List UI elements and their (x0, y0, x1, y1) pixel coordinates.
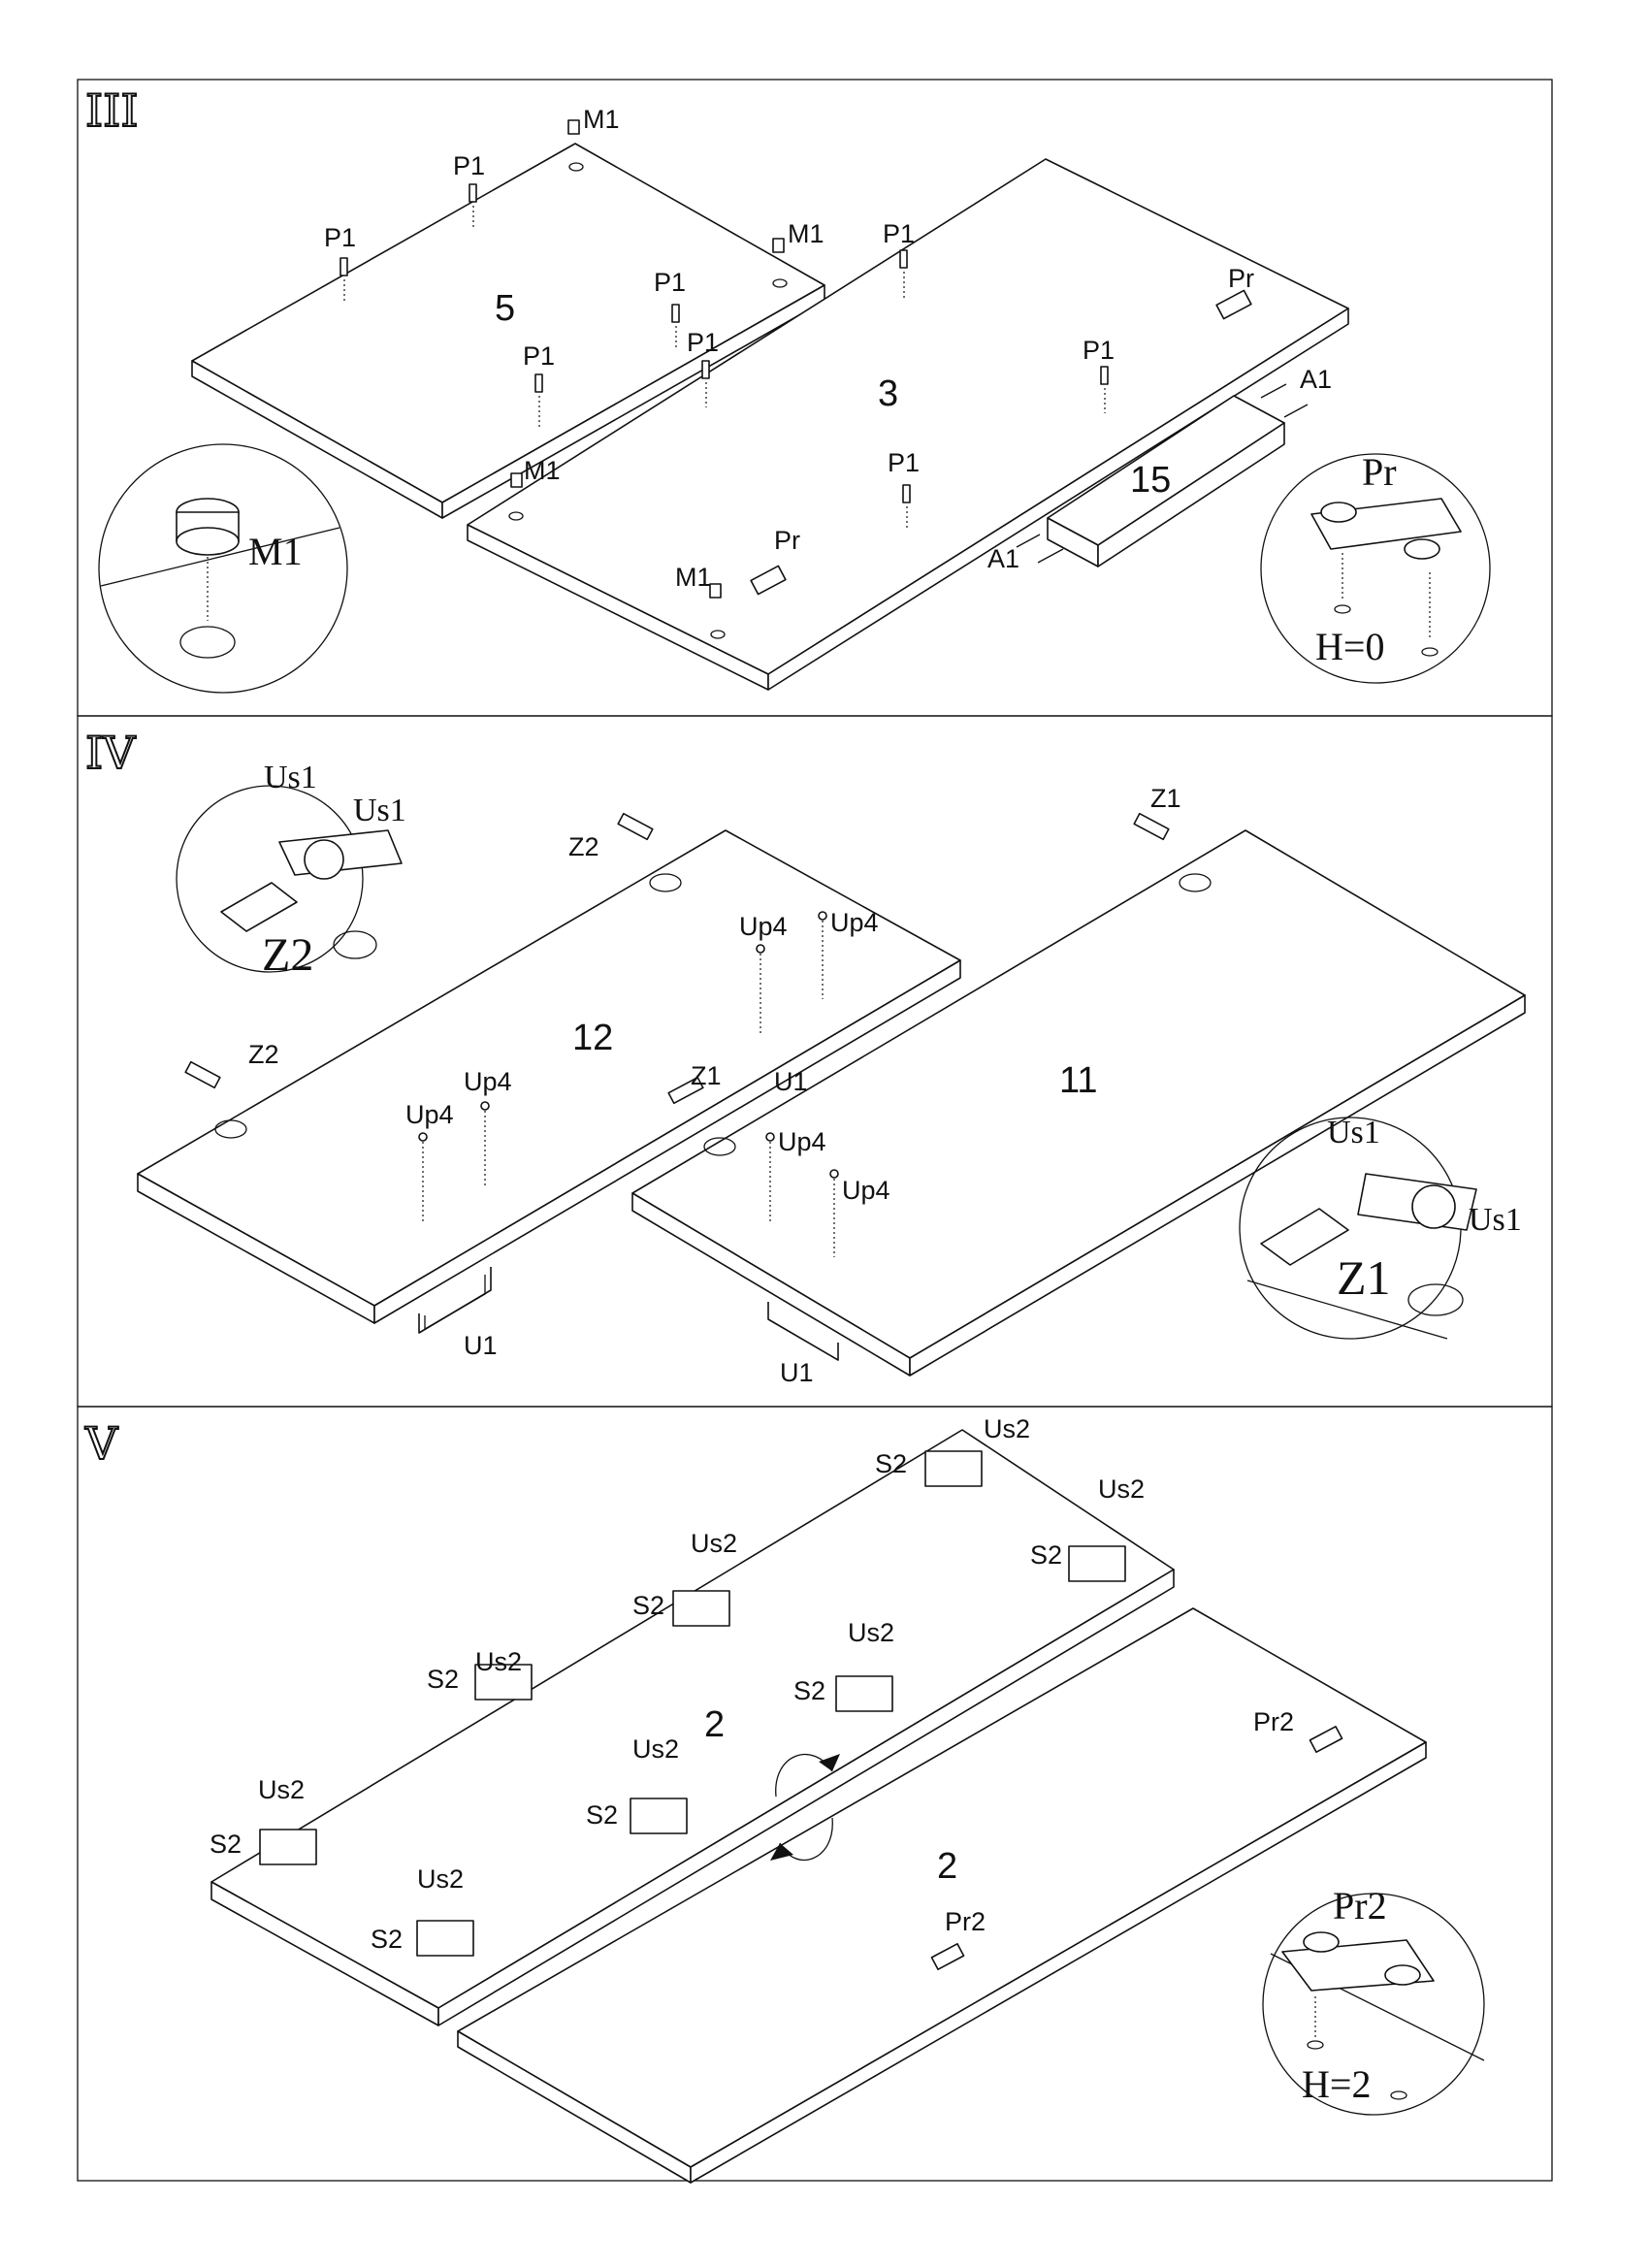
p1-label: P1 (523, 341, 555, 371)
u1-label: U1 (774, 1067, 808, 1096)
z1-label: Z1 (691, 1061, 722, 1090)
pr-connector-icon (750, 289, 1252, 596)
a1-dowel (1016, 383, 1309, 564)
step-iv-label: IV (85, 727, 136, 779)
step-v-frame (77, 1406, 1553, 2182)
m1-label: M1 (788, 219, 824, 248)
step-iii: III 5 3 15 (84, 83, 1491, 694)
s2-label: S2 (793, 1676, 825, 1705)
p1-label: P1 (324, 223, 356, 252)
us1-label: Us1 (264, 760, 317, 795)
s2-label: S2 (1030, 1540, 1062, 1570)
step-v-label: V (84, 1417, 118, 1470)
z2-detail-label: Z2 (262, 929, 313, 981)
z1-detail-view: Us1 Us1 Z1 (1239, 1115, 1522, 1340)
panel-15-number: 15 (1130, 460, 1171, 501)
pr2-detail-label: Pr2 (1333, 1884, 1387, 1928)
panel-2-number: 2 (937, 1846, 957, 1887)
p1-label: P1 (453, 151, 485, 180)
panel-5-number: 5 (495, 288, 515, 329)
z1-detail-label: Z1 (1337, 1250, 1391, 1305)
panel-2-number: 2 (704, 1704, 725, 1745)
panel-15: 15 (1047, 395, 1285, 567)
panel-2: 2 (457, 1607, 1427, 2184)
pr2-label: Pr2 (1253, 1707, 1294, 1736)
s2-label: S2 (875, 1449, 907, 1478)
us2-label: Us2 (475, 1647, 522, 1676)
up4-label: Up4 (464, 1067, 512, 1096)
pr2-detail-view: Pr2 H=2 (1262, 1884, 1485, 2116)
us2-label: Us2 (691, 1529, 737, 1558)
a1-label: A1 (1300, 365, 1332, 394)
up4-label: Up4 (830, 908, 879, 937)
us1-label: Us1 (1469, 1202, 1522, 1238)
panel-3: 3 (467, 158, 1349, 691)
pr2-detail-height: H=2 (1302, 2062, 1371, 2106)
pr-detail-view: Pr H=0 (1260, 450, 1491, 684)
p1-label: P1 (687, 328, 719, 357)
us2-label: Us2 (1098, 1474, 1145, 1504)
panel-11: 11 (631, 829, 1526, 1377)
panel-5: 5 (191, 143, 825, 519)
m1-label: M1 (583, 105, 620, 134)
step-v: V 2 2 S2 S2 S2 S2 S2 (83, 1414, 1485, 2184)
p1-dowel (340, 183, 1109, 530)
us2-label: Us2 (848, 1618, 894, 1647)
p1-label: P1 (1083, 336, 1115, 365)
pr-label: Pr (1228, 264, 1254, 293)
panel-3-number: 3 (878, 373, 898, 414)
panel-11-number: 11 (1059, 1060, 1097, 1101)
s2-label: S2 (427, 1665, 459, 1694)
step-iii-label: III (85, 84, 139, 137)
p1-label: P1 (888, 448, 920, 477)
u1-label: U1 (464, 1331, 498, 1360)
m1-detail-view: M1 (98, 443, 348, 694)
pr2-label: Pr2 (945, 1907, 986, 1936)
us1-label: Us1 (353, 793, 406, 828)
up4-label: Up4 (778, 1127, 826, 1156)
m1-detail-label: M1 (248, 530, 303, 573)
z2-label: Z2 (248, 1040, 279, 1069)
panel-12: 12 (137, 829, 961, 1324)
panel-2: 2 (210, 1429, 1175, 2026)
m1-cam-lock (508, 119, 788, 639)
hinge-icon (184, 812, 1212, 1156)
panel-12-number: 12 (572, 1018, 613, 1058)
up4-label: Up4 (842, 1176, 890, 1205)
pr2-connector-icon (930, 1725, 1343, 1971)
z1-label: Z1 (1150, 784, 1181, 813)
pr-label: Pr (774, 526, 800, 555)
s2-label: S2 (586, 1800, 618, 1830)
us2-label: Us2 (417, 1864, 464, 1894)
a1-label: A1 (987, 544, 1019, 573)
z2-detail-view: Us1 Us1 Z2 (176, 760, 406, 981)
p1-label: P1 (654, 268, 686, 297)
pr-detail-height: H=0 (1315, 625, 1384, 668)
up4-label: Up4 (739, 912, 788, 941)
s2-label: S2 (632, 1591, 664, 1620)
s2-label: S2 (371, 1925, 403, 1954)
up4-label: Up4 (405, 1100, 454, 1129)
flip-arrow-icon (770, 1754, 840, 1861)
pr-detail-label: Pr (1362, 450, 1397, 494)
up4-screw (418, 911, 839, 1257)
u1-label: U1 (780, 1358, 814, 1387)
us2-label: Us2 (984, 1414, 1030, 1443)
u1-handle-icon (418, 1267, 839, 1361)
us2-label: Us2 (632, 1734, 679, 1764)
us2-label: Us2 (258, 1775, 305, 1804)
p1-label: P1 (883, 219, 915, 248)
s2-foot-icon (259, 1450, 1126, 1957)
s2-label: S2 (210, 1830, 242, 1859)
z2-label: Z2 (568, 832, 599, 861)
step-iv: IV 12 11 U1 U1 (84, 726, 1526, 1387)
m1-label: M1 (524, 456, 561, 485)
m1-label: M1 (675, 563, 712, 592)
us1-label: Us1 (1327, 1115, 1380, 1150)
